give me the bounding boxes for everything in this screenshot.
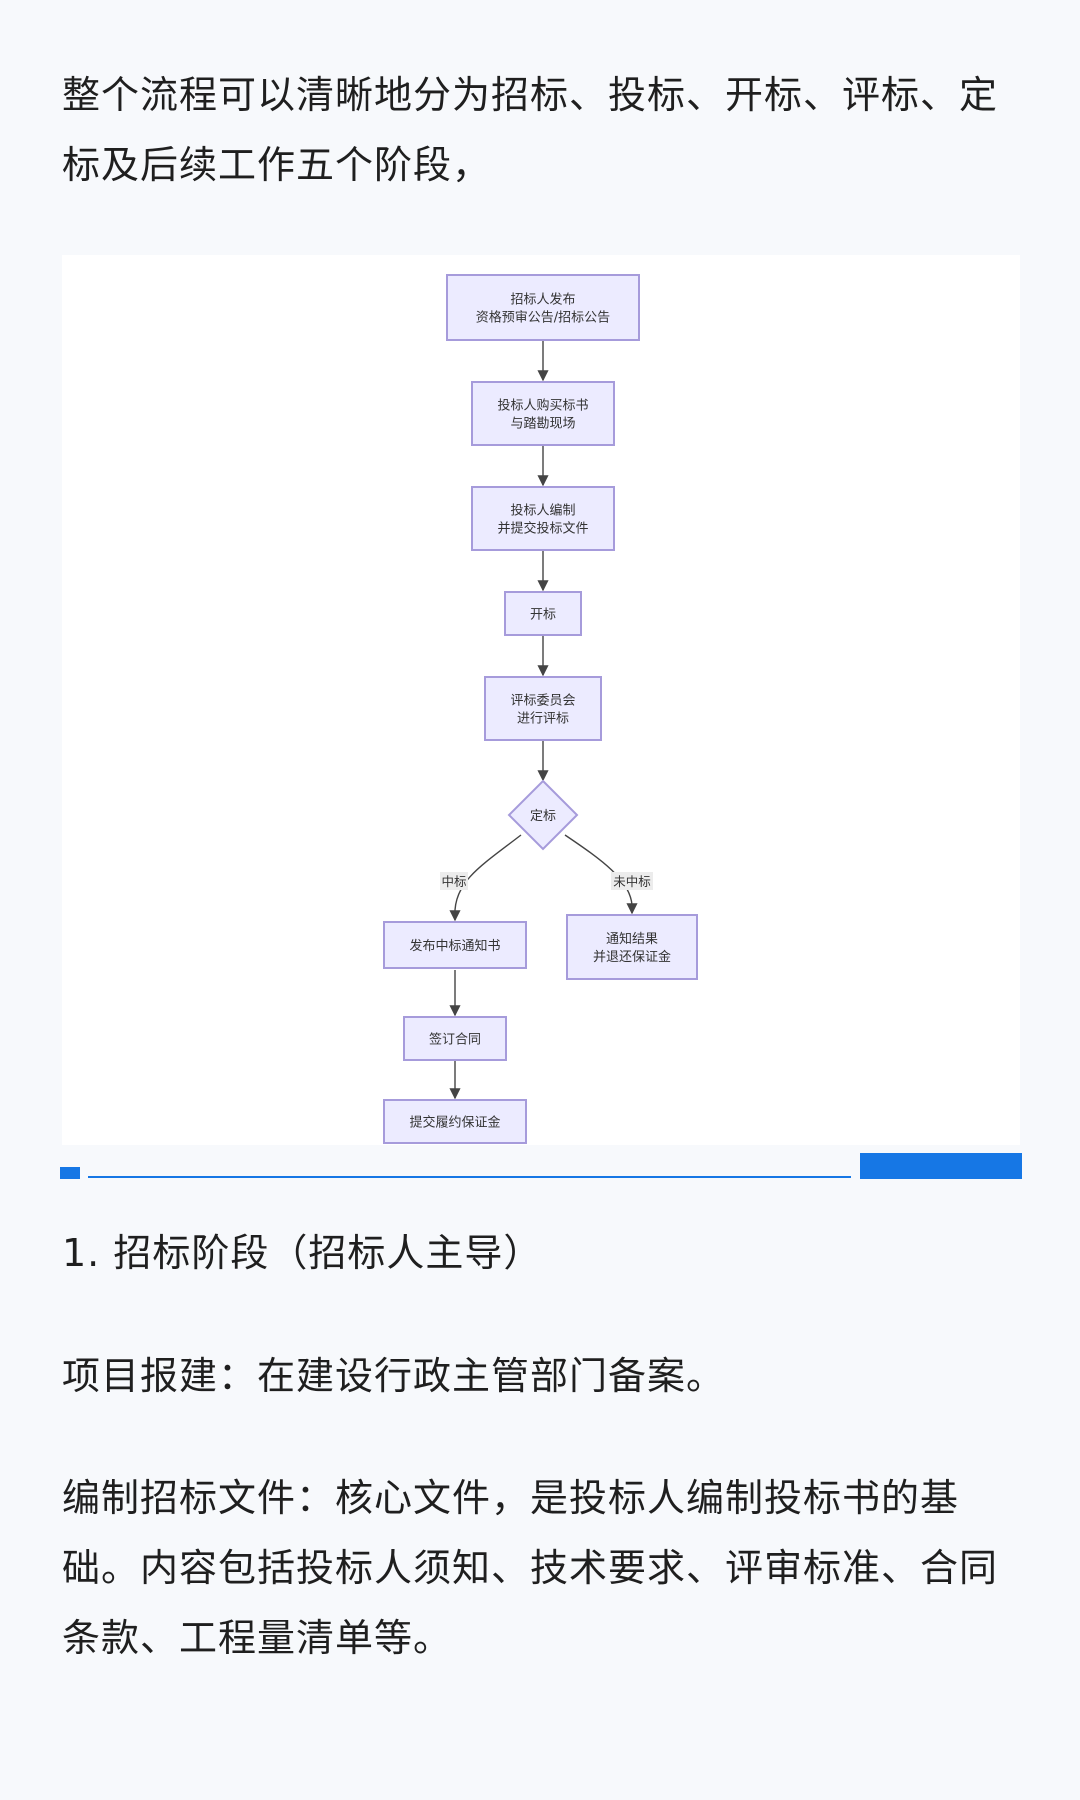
flow-node-n9: 签订合同 [403,1016,507,1061]
flow-node-text: 与踏勘现场 [510,417,575,432]
flow-node-n4: 开标 [504,591,582,636]
flow-node-n10: 提交履约保证金 [383,1099,527,1144]
scrollbar-track[interactable] [88,1176,851,1178]
edge-label-win: 中标 [440,872,468,890]
scrollbar-left-marker[interactable] [60,1167,80,1179]
flow-node-text: 发布中标通知书 [409,938,500,954]
flow-node-text: 开标 [530,608,556,623]
edge-n6-n7 [449,834,522,922]
horizontal-scrollbar[interactable] [60,1150,1022,1180]
flow-node-text: 签订合同 [429,1032,481,1048]
flow-node-text: 评标委员会 [510,694,575,709]
section-title-bidding: 1. 招标阶段（招标人主导） [62,1231,543,1275]
paragraph-bid-document: 编制招标文件：核心文件，是投标人编制投标书的基础。内容包括投标人须知、技术要求、… [62,1476,999,1660]
svg-text:中标: 中标 [441,874,466,889]
scrollbar-thumb[interactable] [860,1153,1022,1179]
paragraph-project-registration: 项目报建：在建设行政主管部门备案。 [62,1354,726,1398]
flow-node-n6: 定标 [507,779,579,851]
flow-node-text: 提交履约保证金 [409,1115,500,1131]
flow-node-text: 投标人购买标书 [497,398,588,414]
svg-text:未中标: 未中标 [613,874,651,889]
flow-node-text: 并退还保证金 [593,949,671,965]
flowchart-image: 中标 未中标 招标人发布资格预审公告/招标公告投标人购买标书与踏勘现场投标人编制… [62,255,1020,1145]
flowchart-nodes: 招标人发布资格预审公告/招标公告投标人购买标书与踏勘现场投标人编制并提交投标文件… [383,274,698,1144]
flow-node-text: 资格预审公告/招标公告 [476,310,610,326]
flow-node-text: 定标 [530,809,556,824]
flow-node-text: 进行评标 [517,712,569,727]
flow-node-text: 通知结果 [606,931,658,947]
intro-paragraph: 整个流程可以清晰地分为招标、投标、开标、评标、定标及后续工作五个阶段， [62,73,999,187]
edge-label-lose: 未中标 [611,872,653,890]
flow-node-text: 投标人编制 [510,503,575,519]
flow-node-text: 招标人发布 [510,292,575,308]
flow-node-n7: 发布中标通知书 [383,921,527,969]
flow-node-text: 并提交投标文件 [497,521,588,537]
